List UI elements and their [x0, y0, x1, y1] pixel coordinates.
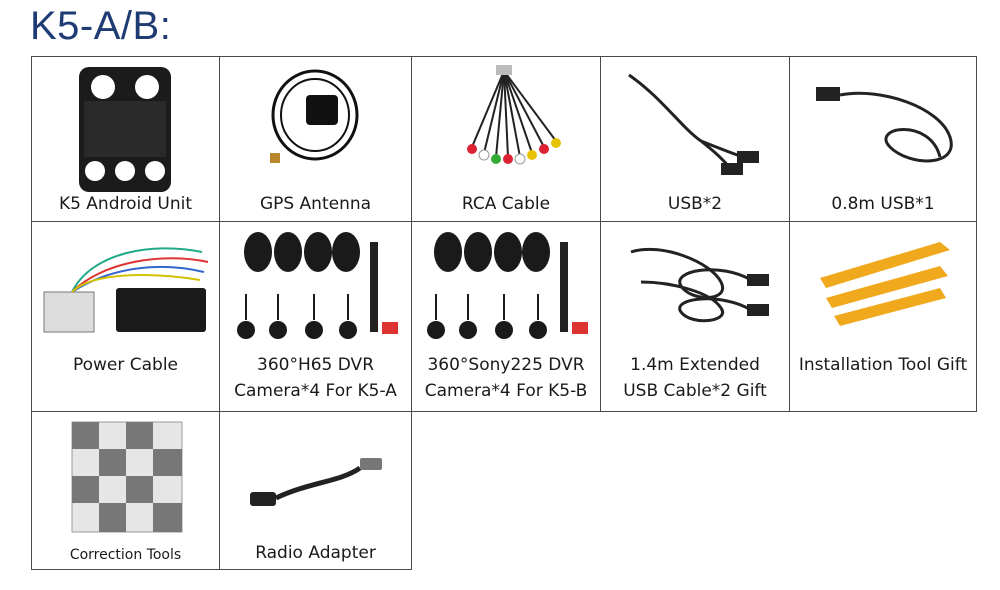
- item-label-line: USB Cable*2 Gift: [623, 381, 767, 401]
- item-08m-usb: 0.8m USB*1: [789, 56, 977, 222]
- item-label: Power Cable: [72, 355, 179, 375]
- item-h65-camera: 360°H65 DVR Camera*4 For K5-A: [219, 221, 412, 412]
- usb-extension-icon: [630, 247, 769, 323]
- item-label: Installation Tool Gift: [798, 355, 968, 375]
- power-cable-icon: [43, 247, 209, 333]
- item-label-line: Camera*4 For K5-B: [424, 381, 588, 401]
- item-power-cable: Power Cable: [31, 221, 220, 412]
- item-android-unit: K5 Android Unit: [31, 56, 220, 222]
- item-label: K5 Android Unit: [58, 194, 193, 214]
- pry-tool-icon: [820, 242, 950, 326]
- usb-cable-icon: [816, 87, 953, 163]
- item-label: RCA Cable: [461, 194, 551, 214]
- item-radio-adapter: Radio Adapter: [219, 411, 412, 570]
- item-label-line: 360°Sony225 DVR: [427, 355, 585, 375]
- item-correction-tools: Correction Tools: [31, 411, 220, 570]
- usb-cable-icon: [628, 73, 759, 175]
- item-label-line: 360°H65 DVR: [257, 355, 374, 375]
- item-label-line: Camera*4 For K5-A: [234, 381, 397, 401]
- item-extended-usb: 1.4m Extended USB Cable*2 Gift: [600, 221, 790, 412]
- item-label: Correction Tools: [69, 547, 182, 563]
- camera-kit-icon: [427, 232, 588, 339]
- item-label: USB*2: [667, 194, 723, 214]
- camera-kit-icon: [237, 232, 398, 339]
- android-unit-icon: [79, 67, 171, 192]
- radio-adapter-icon: [250, 458, 382, 506]
- item-label: 0.8m USB*1: [831, 194, 935, 214]
- item-usb-2: USB*2: [600, 56, 790, 222]
- item-sony225-camera: 360°Sony225 DVR Camera*4 For K5-B: [411, 221, 601, 412]
- calibration-cloth-icon: [71, 421, 183, 533]
- item-installation-tool: Installation Tool Gift: [789, 221, 977, 412]
- item-label: Radio Adapter: [255, 543, 376, 563]
- item-label: GPS Antenna: [259, 194, 372, 214]
- page-title: K5-A/B:: [30, 4, 172, 48]
- item-gps-antenna: GPS Antenna: [219, 56, 412, 222]
- gps-antenna-icon: [270, 69, 359, 163]
- rca-cable-icon: [467, 65, 561, 165]
- item-rca-cable: RCA Cable: [411, 56, 601, 222]
- item-label-line: 1.4m Extended: [630, 355, 760, 375]
